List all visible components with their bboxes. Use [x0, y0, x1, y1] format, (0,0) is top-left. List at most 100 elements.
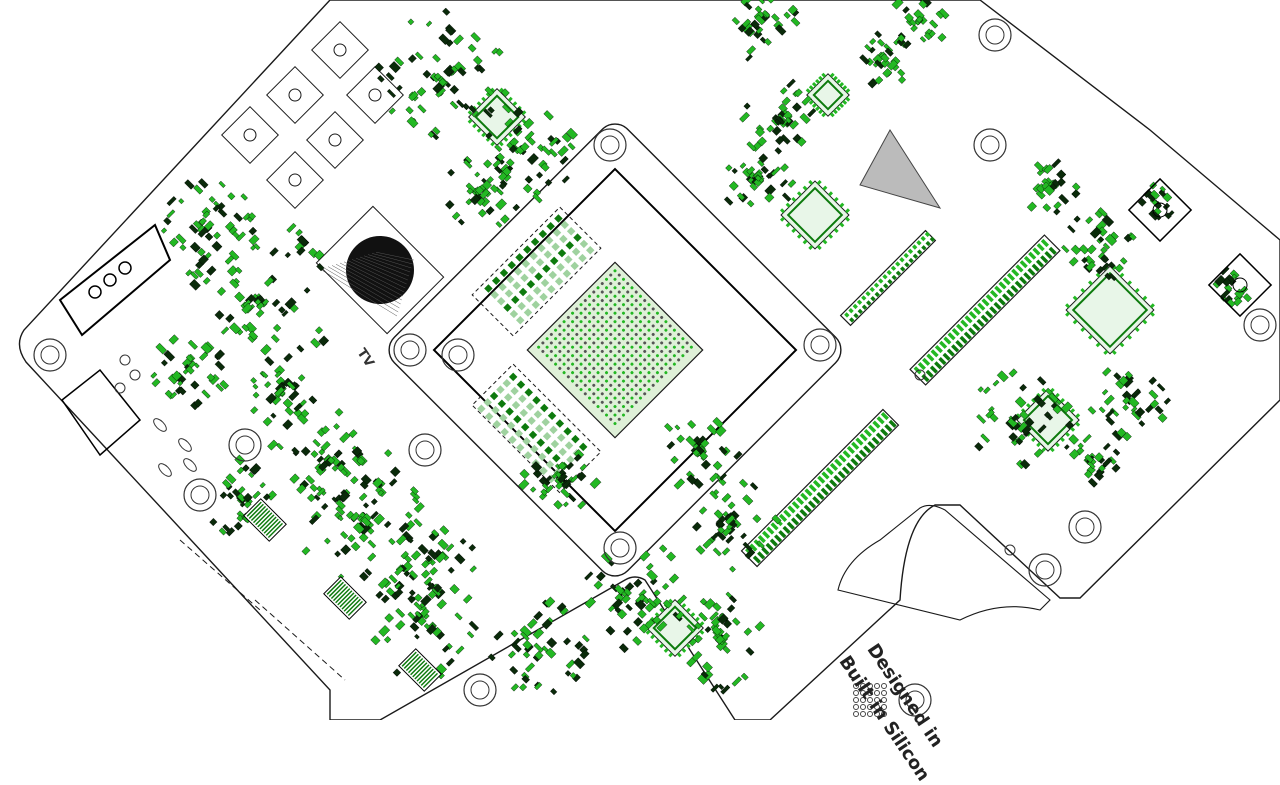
connector-pin: [918, 362, 926, 370]
smd-component: [409, 590, 415, 596]
smd-component: [674, 479, 685, 490]
dram-pad: [504, 393, 512, 401]
connector-pin: [843, 450, 851, 458]
smd-component: [440, 526, 449, 535]
smd-component: [877, 39, 884, 46]
connector-pin: [1028, 252, 1036, 260]
smd-component: [659, 545, 667, 553]
dram-pad: [543, 432, 551, 440]
dram-pad: [535, 424, 543, 432]
small-via: [115, 383, 125, 393]
smd-component: [594, 581, 603, 590]
connector-pin: [993, 302, 1001, 310]
connector-right: [910, 235, 1060, 385]
smd-component: [371, 635, 381, 645]
connector-body: [841, 231, 936, 326]
switch-actuator: [287, 87, 304, 104]
dram-pad: [528, 266, 536, 274]
smd-component: [438, 539, 449, 550]
smd-component: [340, 531, 348, 539]
connector-pin: [792, 501, 800, 509]
smd-component: [396, 608, 405, 617]
mounting-hole-inner: [811, 336, 829, 354]
smd-component: [334, 551, 340, 557]
mounting-hole: [974, 129, 1006, 161]
smd-component: [897, 69, 904, 76]
smd-component: [215, 310, 224, 319]
smd-component: [193, 185, 203, 195]
smd-component: [671, 456, 679, 464]
smd-component: [865, 44, 872, 51]
connector-pin: [952, 328, 960, 336]
dram-pad: [527, 416, 535, 424]
connector-pin: [804, 488, 812, 496]
smd-component: [638, 610, 647, 619]
connector-pin: [934, 361, 942, 369]
smd-component: [662, 583, 669, 590]
dram-pad: [573, 233, 581, 241]
smd-component: [1149, 377, 1157, 385]
smd-component: [525, 663, 534, 672]
smd-component: [377, 75, 384, 82]
smd-component: [718, 684, 724, 690]
switch-body: [307, 112, 364, 169]
connector-pin: [867, 441, 875, 449]
smd-component: [304, 287, 310, 293]
smd-component: [220, 492, 227, 499]
smd-component: [1054, 202, 1062, 210]
mounting-hole-inner: [1036, 561, 1054, 579]
connector-pin: [812, 496, 820, 504]
smd-component: [307, 494, 315, 502]
smd-component: [750, 482, 758, 490]
smd-component: [315, 327, 322, 334]
dram-pad: [513, 415, 521, 423]
smd-component: [256, 309, 264, 317]
smd-component: [983, 387, 990, 394]
smd-component: [367, 553, 375, 561]
connector-pin: [855, 437, 863, 445]
smd-component: [1088, 478, 1097, 487]
smd-component: [301, 447, 310, 456]
smd-component: [169, 238, 178, 247]
smd-component: [669, 574, 679, 584]
connector-pin: [809, 484, 817, 492]
connector-pin: [985, 310, 993, 318]
smd-component: [264, 381, 271, 388]
switch-actuator: [367, 87, 384, 104]
smd-component: [633, 617, 642, 626]
connector-pin: [821, 488, 829, 496]
smd-component: [784, 12, 791, 19]
smd-component: [217, 287, 226, 296]
mounting-hole: [604, 532, 636, 564]
smd-component: [271, 334, 279, 342]
smd-component: [692, 522, 701, 531]
smd-component: [782, 193, 791, 202]
smd-component: [267, 440, 277, 450]
slot-hole: [177, 437, 194, 454]
connector-pin: [846, 462, 854, 470]
smd-component: [446, 658, 454, 666]
dram-pad: [518, 395, 526, 403]
smd-component: [1052, 159, 1061, 168]
smd-component: [563, 638, 570, 645]
connector-pin: [787, 505, 795, 513]
smd-component: [568, 143, 575, 150]
smd-component: [478, 209, 486, 217]
smd-component: [1009, 369, 1017, 377]
connector-pin: [795, 513, 803, 521]
smd-component: [1243, 293, 1251, 301]
smd-component: [527, 619, 537, 629]
connector-pin: [960, 320, 968, 328]
smd-component: [285, 252, 291, 258]
dram-pad: [512, 281, 520, 289]
smd-component: [285, 407, 294, 416]
dram-pad: [536, 258, 544, 266]
power-connector: [60, 225, 170, 335]
smd-component: [310, 338, 320, 348]
connector-pin: [787, 522, 795, 530]
dram-pad: [485, 412, 493, 420]
smd-component: [225, 314, 234, 323]
smd-component: [523, 184, 532, 193]
connector-pin: [1007, 273, 1015, 281]
connector-pin: [762, 531, 770, 539]
